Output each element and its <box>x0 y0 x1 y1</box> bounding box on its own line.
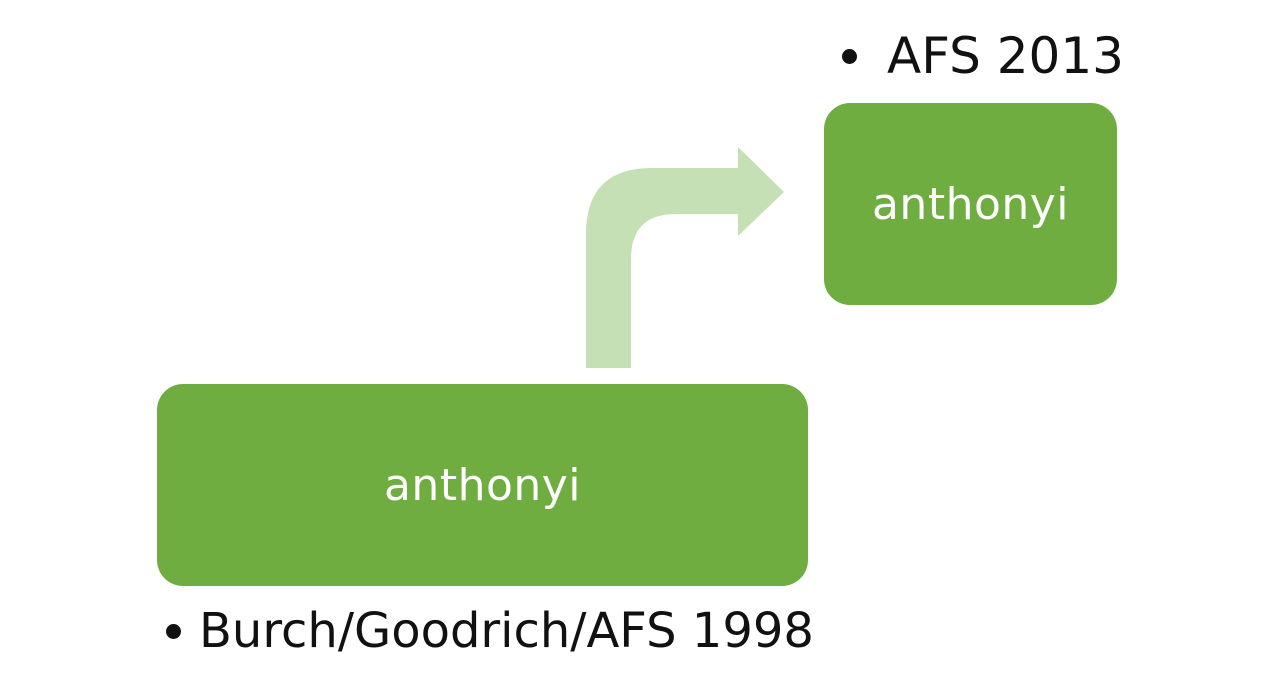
note-top: AFS 2013 <box>842 26 1124 86</box>
node-box-top: anthonyi <box>824 103 1117 305</box>
node-label-top: anthonyi <box>871 178 1070 230</box>
node-label-bottom: anthonyi <box>383 459 582 511</box>
note-top-text: AFS 2013 <box>887 27 1124 85</box>
bullet-icon <box>166 623 181 639</box>
node-box-bottom: anthonyi <box>157 384 808 586</box>
note-bottom: Burch/Goodrich/AFS 1998 <box>166 600 814 662</box>
note-bottom-text: Burch/Goodrich/AFS 1998 <box>199 603 814 659</box>
bullet-icon <box>842 48 857 64</box>
